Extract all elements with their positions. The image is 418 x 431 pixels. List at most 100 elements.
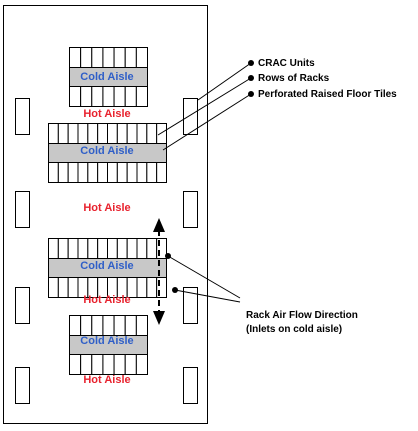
airflow-arrow-up-icon (153, 218, 165, 232)
crac-unit-right-2 (183, 191, 198, 228)
rack-unit (126, 162, 138, 183)
rack-unit (48, 277, 59, 298)
crac-callout-dot (248, 60, 254, 66)
rows-of-racks-label: Rows of Racks (258, 73, 330, 84)
rack-unit (67, 162, 79, 183)
airflow-label-line2: (Inlets on cold aisle) (246, 324, 342, 335)
rack-unit (48, 123, 59, 144)
airflow-callout-dot-2 (172, 287, 178, 293)
rack-unit (124, 47, 137, 68)
rack-unit (69, 47, 82, 68)
rack-unit (107, 238, 118, 259)
perforated-tiles-label: Perforated Raised Floor Tiles (258, 89, 397, 100)
crac-unit-left-1 (15, 98, 30, 135)
crac-callout-line (197, 62, 252, 101)
hot-aisle-label-4: Hot Aisle (83, 374, 130, 386)
rack-unit (102, 47, 115, 68)
airflow-callout-dot-1 (165, 253, 171, 259)
rack-unit (67, 277, 79, 298)
rack-unit (126, 123, 138, 144)
crac-units-label: CRAC Units (258, 58, 315, 69)
rack-unit (156, 162, 168, 183)
rack-unit (80, 354, 93, 375)
rack-unit (156, 123, 168, 144)
rack-unit (87, 162, 99, 183)
rack-unit (48, 162, 59, 183)
rack-unit (87, 238, 99, 259)
rack-unit (136, 238, 148, 259)
airflow-callout-line-1 (167, 255, 241, 299)
crac-unit-left-2 (15, 191, 30, 228)
airflow-label-line1: Rack Air Flow Direction (246, 310, 358, 321)
rack-unit (107, 123, 118, 144)
crac-unit-left-4 (15, 367, 30, 404)
rack-unit (91, 354, 104, 375)
cold-aisle-label-3: Cold Aisle (80, 260, 133, 272)
tiles-callout-dot (248, 91, 254, 97)
cold-aisle-label-1: Cold Aisle (80, 71, 133, 83)
rack-unit (136, 162, 148, 183)
rack-unit (67, 238, 79, 259)
rack-unit (102, 315, 115, 336)
rack-unit (57, 162, 69, 183)
rack-unit (136, 123, 148, 144)
airflow-arrow-down-icon (153, 311, 165, 325)
rack-unit (113, 47, 126, 68)
rack-unit (91, 47, 104, 68)
crac-unit-right-1 (183, 98, 198, 135)
airflow-callout-line-2 (174, 289, 241, 303)
rack-unit (57, 277, 69, 298)
crac-unit-right-3 (183, 287, 198, 324)
rack-unit (97, 123, 108, 144)
rack-unit (146, 123, 158, 144)
rack-unit (69, 354, 82, 375)
rack-unit (135, 47, 149, 68)
rack-unit (69, 315, 82, 336)
rack-unit (80, 86, 93, 107)
rack-unit (116, 238, 128, 259)
rack-unit (135, 315, 149, 336)
rack-unit (146, 238, 158, 259)
rack-unit (102, 86, 115, 107)
rack-unit (80, 47, 93, 68)
rack-unit (77, 162, 89, 183)
rack-unit (113, 315, 126, 336)
tiles-callout-line (162, 93, 252, 151)
rack-unit (113, 86, 126, 107)
rack-unit (136, 277, 148, 298)
rack-unit (80, 315, 93, 336)
rack-unit (69, 86, 82, 107)
crac-unit-left-3 (15, 287, 30, 324)
rack-unit (113, 354, 126, 375)
racks-callout-dot (248, 75, 254, 81)
rack-unit (77, 123, 89, 144)
crac-unit-right-4 (183, 367, 198, 404)
rack-unit (146, 277, 158, 298)
rack-unit (77, 238, 89, 259)
rack-unit (116, 123, 128, 144)
rack-blocks (48, 47, 168, 375)
rack-unit (91, 86, 104, 107)
rack-unit (146, 162, 158, 183)
rack-unit (102, 354, 115, 375)
rack-unit (48, 238, 59, 259)
hot-aisle-label-1: Hot Aisle (83, 108, 130, 120)
rack-unit (57, 238, 69, 259)
rack-unit (107, 162, 118, 183)
cold-aisle-label-2: Cold Aisle (80, 145, 133, 157)
rack-unit (57, 123, 69, 144)
rack-unit (124, 86, 137, 107)
racks-callout-line (157, 77, 252, 136)
rack-unit (91, 315, 104, 336)
rack-unit (97, 238, 108, 259)
rack-unit (97, 162, 108, 183)
rack-unit (67, 123, 79, 144)
cold-aisle-label-4: Cold Aisle (80, 335, 133, 347)
rack-unit (126, 238, 138, 259)
rack-unit (87, 123, 99, 144)
rack-unit (116, 162, 128, 183)
rack-unit (124, 354, 137, 375)
rack-unit (124, 315, 137, 336)
rack-unit (156, 277, 168, 298)
